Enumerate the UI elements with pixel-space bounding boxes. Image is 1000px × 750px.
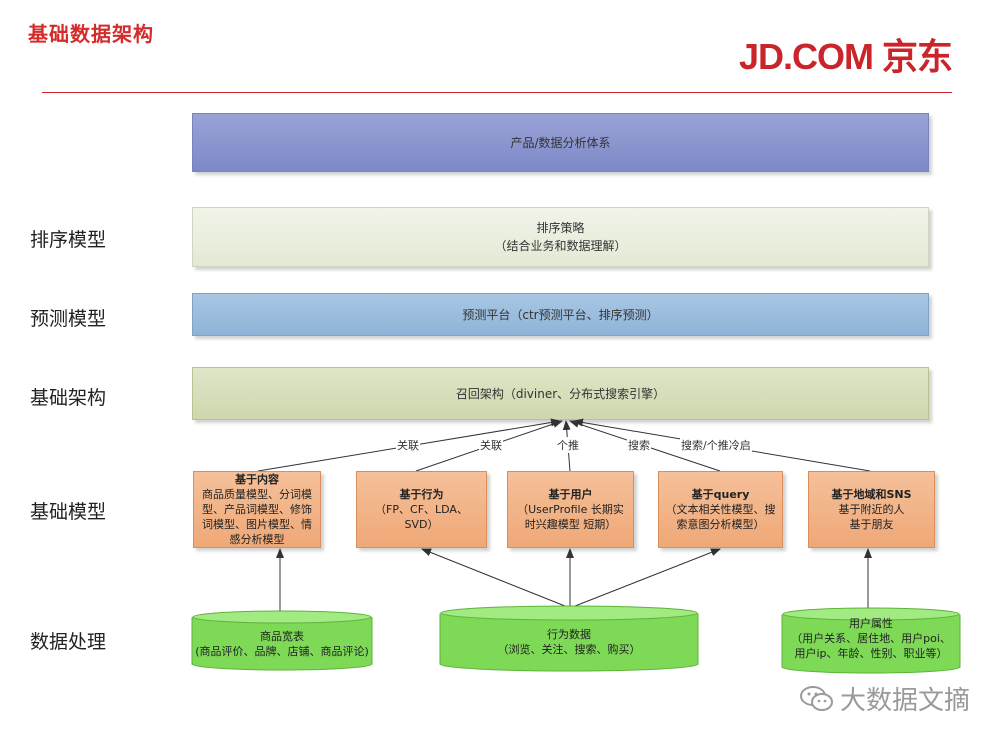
jd-logo: JD.COM 京东 bbox=[738, 36, 953, 77]
edge-label-3: 个推 bbox=[556, 437, 580, 453]
model-query: 基于query （文本相关性模型、搜索意图分析模型） bbox=[658, 471, 783, 548]
data-user-attributes: 用户属性 （用户关系、居住地、用户poi、用户ip、年龄、性别、职业等） bbox=[786, 608, 956, 668]
model-behavior: 基于行为 （FP、CF、LDA、SVD） bbox=[356, 471, 487, 548]
row-label-arch: 基础架构 bbox=[30, 387, 107, 409]
model-geo-sns: 基于地域和SNS 基于附近的人 基于朋友 bbox=[808, 471, 935, 548]
model-content-body: 商品质量模型、分词模型、产品词模型、修饰词模型、图片模型、情感分析模型 bbox=[202, 488, 312, 546]
band-analysis-text: 产品/数据分析体系 bbox=[510, 135, 611, 150]
data-behavior: 行为数据 （浏览、关注、搜索、购买） bbox=[440, 620, 698, 664]
slide-title: 基础数据架构 bbox=[28, 22, 154, 46]
cylinder-user-attributes bbox=[781, 607, 961, 674]
data-user-attr-title: 用户属性 bbox=[849, 616, 893, 630]
row-label-data: 数据处理 bbox=[30, 631, 107, 653]
data-behavior-title: 行为数据 bbox=[547, 628, 591, 641]
wechat-icon bbox=[799, 685, 833, 711]
model-content: 基于内容 商品质量模型、分词模型、产品词模型、修饰词模型、图片模型、情感分析模型 bbox=[193, 471, 321, 548]
model-query-title: 基于query bbox=[691, 488, 750, 501]
model-geo-title: 基于地域和SNS bbox=[831, 488, 912, 501]
cylinder-product-table bbox=[191, 610, 373, 671]
data-product-title: 商品宽表 bbox=[260, 630, 304, 643]
watermark: 大数据文摘 bbox=[799, 680, 970, 717]
edge-label-2: 关联 bbox=[479, 437, 503, 453]
model-content-title: 基于内容 bbox=[235, 473, 279, 486]
edge-label-4: 搜索 bbox=[627, 437, 651, 453]
edge-behavior-data-to-query bbox=[569, 548, 721, 609]
band-ranking-line2: （结合业务和数据理解） bbox=[494, 239, 627, 253]
model-user: 基于用户 （UserProfile 长期实时兴趣模型 短期） bbox=[507, 471, 634, 548]
header-divider bbox=[42, 92, 952, 93]
data-product-body: (商品评价、品牌、店铺、商品评论) bbox=[195, 645, 369, 658]
cylinder-behavior-data bbox=[439, 605, 699, 672]
row-label-model: 基础模型 bbox=[30, 501, 107, 523]
data-product-table: 商品宽表 (商品评价、品牌、店铺、商品评论) bbox=[192, 624, 372, 664]
band-recall-text: 召回架构（diviner、分布式搜索引擎） bbox=[455, 386, 666, 401]
band-ranking-strategy: 排序策略 （结合业务和数据理解） bbox=[192, 207, 929, 267]
edge-label-1: 关联 bbox=[396, 437, 420, 453]
model-user-body: （UserProfile 长期实时兴趣模型 短期） bbox=[517, 503, 624, 531]
band-analysis-system: 产品/数据分析体系 bbox=[192, 113, 929, 172]
edge-label-5: 搜索/个推冷启 bbox=[680, 437, 752, 453]
model-user-title: 基于用户 bbox=[548, 488, 593, 501]
data-user-attr-body: （用户关系、居住地、用户poi、用户ip、年龄、性别、职业等） bbox=[791, 631, 951, 660]
model-query-body: （文本相关性模型、搜索意图分析模型） bbox=[665, 503, 776, 531]
watermark-text: 大数据文摘 bbox=[839, 686, 970, 716]
model-behavior-body: （FP、CF、LDA、SVD） bbox=[375, 503, 468, 531]
row-label-pred: 预测模型 bbox=[30, 308, 107, 330]
band-ranking-line1: 排序策略 bbox=[536, 221, 585, 235]
data-behavior-body: （浏览、关注、搜索、购买） bbox=[497, 643, 641, 656]
edge-behavior-data-to-behavior bbox=[421, 548, 571, 609]
band-prediction-text: 预测平台（ctr预测平台、排序预测） bbox=[462, 307, 659, 322]
model-behavior-title: 基于行为 bbox=[399, 488, 444, 501]
band-prediction-platform: 预测平台（ctr预测平台、排序预测） bbox=[192, 293, 929, 336]
row-label-rank: 排序模型 bbox=[30, 229, 107, 251]
model-geo-body: 基于附近的人 基于朋友 bbox=[838, 503, 905, 531]
band-recall-architecture: 召回架构（diviner、分布式搜索引擎） bbox=[192, 367, 929, 420]
